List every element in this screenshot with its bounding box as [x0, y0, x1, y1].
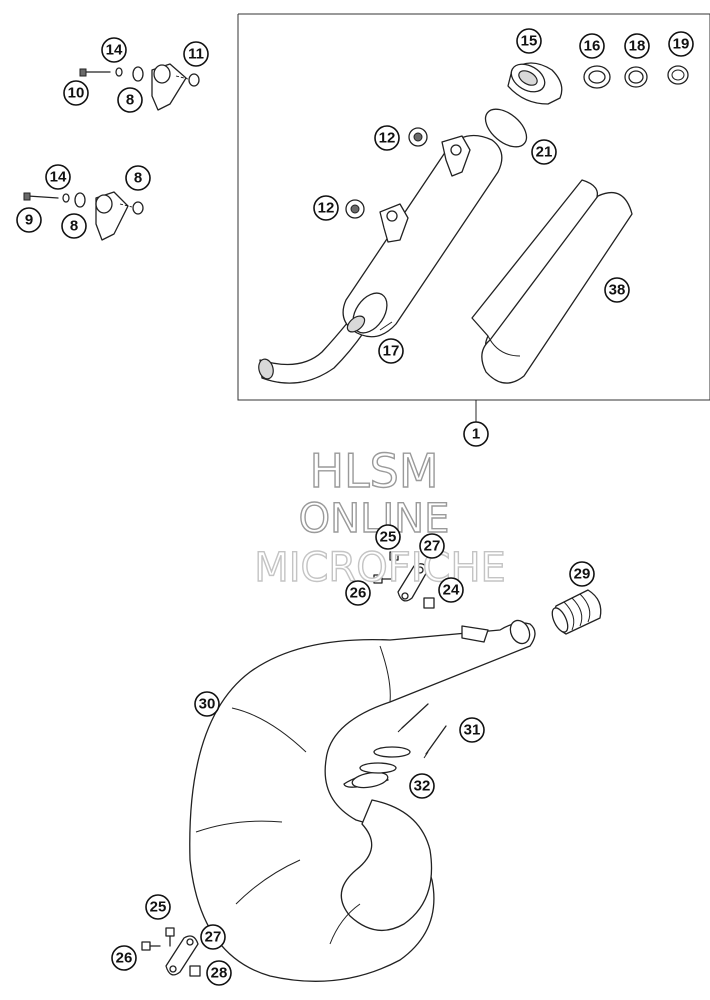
callout-19: 19: [668, 31, 694, 57]
svg-text:14: 14: [106, 42, 123, 59]
svg-text:1: 1: [472, 426, 480, 443]
callout-10: 10: [63, 80, 89, 106]
callout-24: 24: [438, 577, 464, 603]
bracket-set-upper: [373, 551, 435, 609]
svg-text:38: 38: [609, 282, 626, 299]
svg-text:32: 32: [414, 778, 431, 795]
callout-8-upper: 8: [117, 87, 143, 113]
svg-text:8: 8: [134, 170, 142, 187]
exhaust-spring-left: [397, 703, 429, 733]
silencer-group-frame: [237, 13, 710, 401]
svg-text:29: 29: [574, 566, 591, 583]
watermark-line3: MICROFICHE: [254, 545, 506, 591]
svg-text:12: 12: [318, 200, 335, 217]
callout-14-lower: 14: [45, 164, 71, 190]
callout-30: 30: [194, 691, 220, 717]
svg-text:24: 24: [443, 582, 460, 599]
mount-kit-lower: [23, 191, 144, 241]
callout-29: 29: [569, 561, 595, 587]
svg-text:15: 15: [521, 33, 538, 50]
callout-28: 28: [206, 960, 232, 986]
callout-16: 16: [579, 33, 605, 59]
callout-12-upper: 12: [374, 125, 400, 151]
svg-text:8: 8: [126, 92, 134, 109]
callout-18: 18: [624, 33, 650, 59]
callout-27-upper: 27: [419, 533, 445, 559]
silencer-body: [258, 134, 503, 384]
callout-15: 15: [516, 28, 542, 54]
svg-text:16: 16: [584, 38, 601, 55]
bracket-set-lower: [141, 927, 201, 977]
watermark-line1: HLSM: [309, 444, 438, 498]
callout-32: 32: [409, 773, 435, 799]
silencer-end-cap: [507, 62, 563, 105]
callout-26-upper: 26: [345, 580, 371, 606]
exhaust-spring-right: [423, 725, 447, 759]
svg-text:21: 21: [536, 144, 553, 161]
svg-text:25: 25: [150, 899, 167, 916]
svg-text:8: 8: [70, 218, 78, 235]
silencer-protector: [471, 179, 633, 384]
svg-text:11: 11: [188, 46, 204, 63]
svg-text:25: 25: [380, 529, 397, 546]
callout-17: 17: [378, 338, 404, 364]
callout-8-right: 8: [125, 165, 151, 191]
exhaust-sleeve: [551, 589, 602, 635]
svg-text:27: 27: [424, 538, 441, 555]
svg-text:26: 26: [116, 950, 133, 967]
lock-ring-19: [667, 65, 689, 85]
callout-27-lower: 27: [200, 924, 226, 950]
rubber-grommet-upper: [408, 127, 428, 147]
svg-text:14: 14: [50, 169, 67, 186]
mount-kit-upper: [79, 63, 200, 111]
expansion-chamber: [189, 619, 536, 982]
svg-text:27: 27: [205, 929, 222, 946]
washer-ring-18: [624, 66, 648, 88]
svg-text:19: 19: [673, 36, 690, 53]
svg-text:9: 9: [25, 212, 33, 229]
rubber-grommet-lower: [345, 199, 365, 219]
watermark-line2: ONLINE: [299, 496, 450, 542]
silencer-gasket: [484, 108, 528, 148]
callout-25-lower: 25: [145, 894, 171, 920]
callout-38: 38: [604, 277, 630, 303]
svg-text:10: 10: [68, 85, 85, 102]
callout-31: 31: [459, 717, 485, 743]
callout-1: 1: [463, 421, 489, 447]
callout-14-upper: 14: [101, 37, 127, 63]
callout-11: 11: [183, 41, 209, 67]
svg-text:30: 30: [199, 696, 216, 713]
callout-25-upper: 25: [375, 524, 401, 550]
bushing-ring-16: [583, 65, 611, 89]
callout-8-lower: 8: [61, 213, 87, 239]
svg-text:12: 12: [379, 130, 396, 147]
svg-text:28: 28: [211, 965, 228, 982]
svg-text:26: 26: [350, 585, 367, 602]
exhaust-o-rings: [359, 746, 411, 774]
callout-12-lower: 12: [313, 195, 339, 221]
watermark: HLSM ONLINE MICROFICHE: [253, 443, 506, 591]
svg-text:18: 18: [629, 38, 646, 55]
svg-text:31: 31: [464, 722, 481, 739]
callout-9: 9: [16, 207, 42, 233]
callout-21: 21: [531, 139, 557, 165]
callout-26-lower: 26: [111, 945, 137, 971]
svg-text:17: 17: [383, 343, 400, 360]
